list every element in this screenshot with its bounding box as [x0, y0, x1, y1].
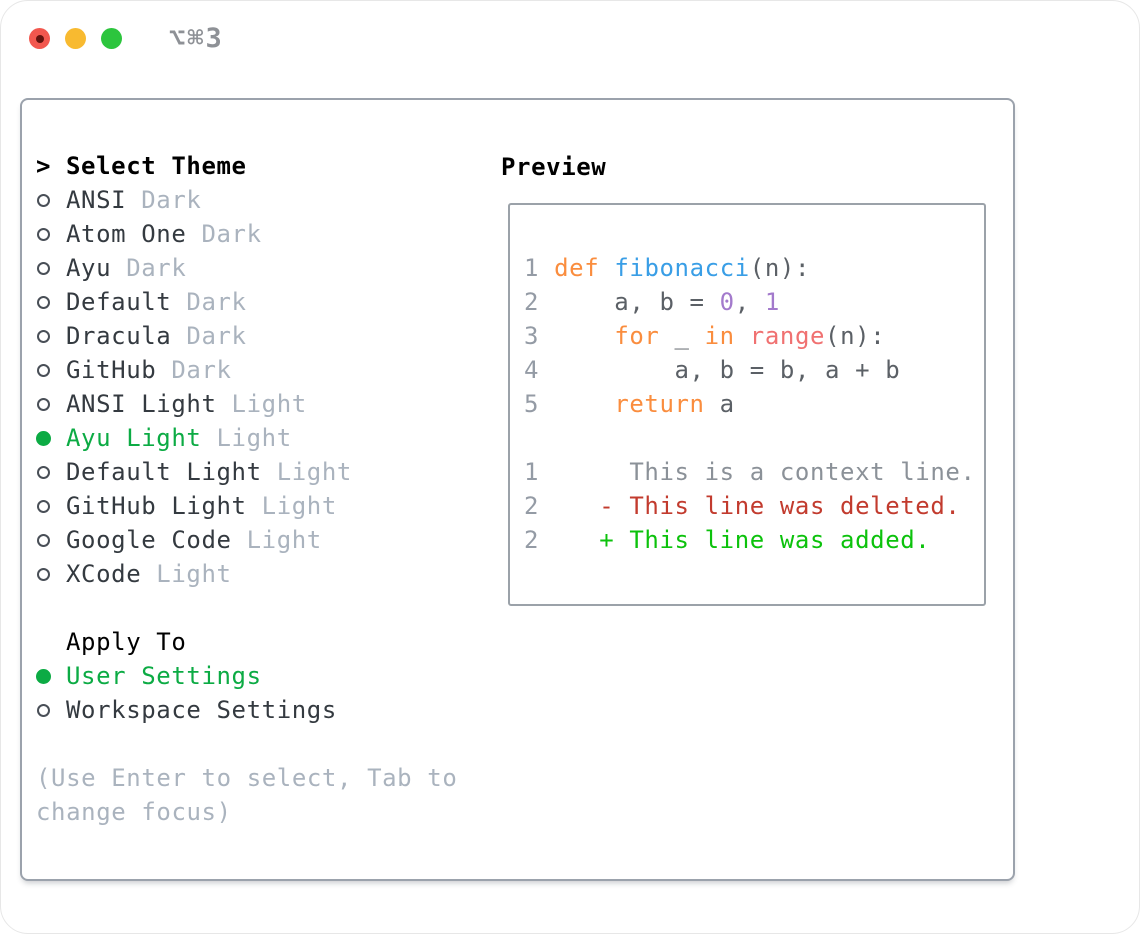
hint-line-2: change focus)	[36, 798, 232, 826]
line-number: 1	[524, 254, 540, 282]
option-variant-label: Dark	[186, 322, 247, 350]
code-line: 5 return a	[524, 390, 735, 418]
select-theme-header: > Select Theme	[36, 149, 476, 183]
option-label: User Settings	[66, 662, 262, 690]
radio-selected-icon	[36, 430, 66, 446]
option-variant-label: Light	[156, 560, 232, 588]
radio-selected-icon	[36, 668, 66, 684]
window-shortcut-label: ⌥⌘3	[169, 23, 224, 54]
radio-icon	[36, 397, 66, 411]
radio-icon	[36, 499, 66, 513]
option-variant-label: Dark	[186, 288, 247, 316]
code-line: 3 for _ in range(n):	[524, 322, 886, 350]
code-line: 2 - This line was deleted.	[524, 492, 961, 520]
titlebar: ⌥⌘3	[1, 1, 1139, 76]
line-number: 5	[524, 390, 540, 418]
minimize-button[interactable]	[65, 28, 86, 49]
option-variant-label: Light	[276, 458, 352, 486]
theme-option-github[interactable]: GitHub Dark	[36, 353, 476, 387]
line-number: 3	[524, 322, 540, 350]
option-variant-label: Dark	[201, 220, 262, 248]
option-label: Atom One	[66, 220, 202, 248]
radio-icon	[36, 533, 66, 547]
option-variant-label: Light	[246, 526, 322, 554]
option-label: GitHub	[66, 356, 172, 384]
option-label: Default Light	[66, 458, 277, 486]
radio-icon	[36, 193, 66, 207]
code-line: 2 a, b = 0, 1	[524, 288, 780, 316]
line-number: 2	[524, 526, 540, 554]
theme-option-google-code[interactable]: Google Code Light	[36, 523, 476, 557]
apply-to-title: Apply To	[66, 628, 187, 656]
code-line: 4 a, b = b, a + b	[524, 356, 901, 384]
option-variant-label: Dark	[171, 356, 232, 384]
option-variant-label: Light	[216, 424, 292, 452]
close-button[interactable]	[29, 28, 50, 49]
apply-to-header: Apply To	[36, 625, 476, 659]
option-label: ANSI	[66, 186, 142, 214]
code-line: 2 + This line was added.	[524, 526, 931, 554]
spacer	[36, 591, 476, 625]
code-preview: 1 def fibonacci(n): 2 a, b = 0, 1 3 for _ …	[524, 251, 984, 557]
theme-option-ayu-light[interactable]: Ayu Light Light	[36, 421, 476, 455]
radio-icon	[36, 295, 66, 309]
theme-option-atom-one[interactable]: Atom One Dark	[36, 217, 476, 251]
radio-icon	[36, 465, 66, 479]
spacer	[36, 727, 476, 761]
theme-option-default[interactable]: Default Dark	[36, 285, 476, 319]
line-number: 2	[524, 492, 540, 520]
option-label: ANSI Light	[66, 390, 232, 418]
line-number: 2	[524, 288, 540, 316]
theme-option-xcode[interactable]: XCode Light	[36, 557, 476, 591]
radio-icon	[36, 703, 66, 717]
option-variant-label: Dark	[141, 186, 202, 214]
code-line: 1 def fibonacci(n):	[524, 254, 810, 282]
option-label: Ayu Light	[66, 424, 217, 452]
option-label: Default	[66, 288, 187, 316]
hint-text: (Use Enter to select, Tab to change focu…	[36, 761, 476, 829]
option-variant-label: Dark	[126, 254, 187, 282]
radio-icon	[36, 567, 66, 581]
preview-title: Preview	[501, 153, 607, 181]
option-variant-label: Light	[261, 492, 337, 520]
theme-option-ayu[interactable]: Ayu Dark	[36, 251, 476, 285]
theme-option-ansi-light[interactable]: ANSI Light Light	[36, 387, 476, 421]
option-label: Ayu	[66, 254, 127, 282]
unsaved-indicator-icon	[35, 34, 44, 43]
maximize-button[interactable]	[101, 28, 122, 49]
option-label: Dracula	[66, 322, 187, 350]
theme-option-dracula[interactable]: Dracula Dark	[36, 319, 476, 353]
radio-icon	[36, 363, 66, 377]
code-line	[524, 421, 984, 455]
option-label: GitHub Light	[66, 492, 262, 520]
cursor-arrow-icon: >	[36, 152, 52, 180]
radio-icon	[36, 227, 66, 241]
theme-list-title: Select Theme	[66, 152, 247, 180]
option-label: Workspace Settings	[66, 696, 337, 724]
theme-option-default-light[interactable]: Default Light Light	[36, 455, 476, 489]
radio-icon	[36, 329, 66, 343]
theme-option-ansi[interactable]: ANSI Dark	[36, 183, 476, 217]
apply-option-user-settings[interactable]: User Settings	[36, 659, 476, 693]
preview-box: 1 def fibonacci(n): 2 a, b = 0, 1 3 for _ …	[508, 203, 986, 606]
option-variant-label: Light	[231, 390, 307, 418]
option-label: XCode	[66, 560, 157, 588]
apply-option-workspace-settings[interactable]: Workspace Settings	[36, 693, 476, 727]
theme-option-github-light[interactable]: GitHub Light Light	[36, 489, 476, 523]
line-number: 1	[524, 458, 540, 486]
radio-icon	[36, 261, 66, 275]
code-line: 1 This is a context line.	[524, 458, 976, 486]
line-number: 4	[524, 356, 540, 384]
hint-line-1: (Use Enter to select, Tab to	[36, 764, 458, 792]
option-label: Google Code	[66, 526, 247, 554]
